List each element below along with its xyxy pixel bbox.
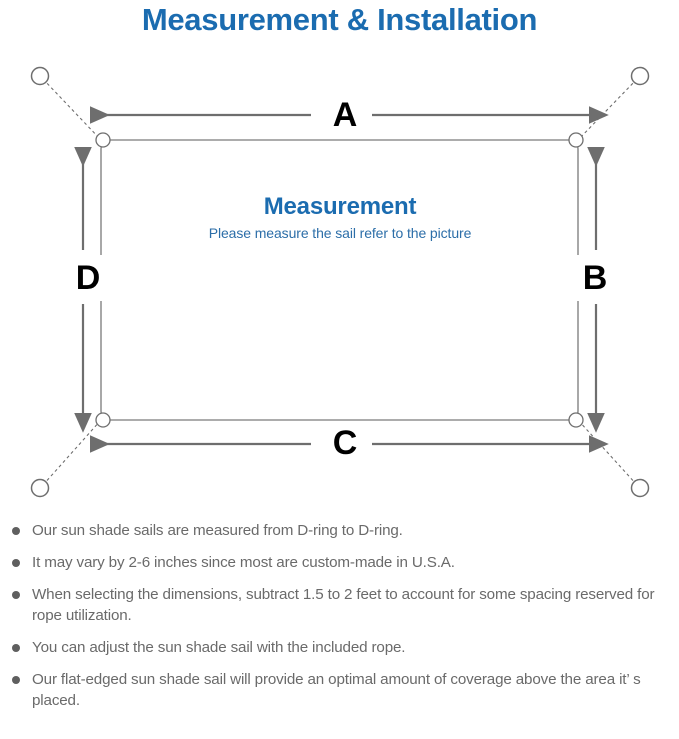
note-text: Our sun shade sails are measured from D-…: [32, 522, 403, 539]
d-rings: [95, 132, 584, 428]
sail-body: [100, 139, 579, 421]
bullet-icon: [12, 559, 20, 567]
d-ring-top-left: [95, 132, 111, 148]
rope-top-left: [42, 78, 102, 141]
rope-bottom-left: [42, 419, 102, 486]
dimension-label-d: D: [68, 255, 108, 301]
notes-list: Our sun shade sails are measured from D-…: [0, 520, 679, 722]
rope-top-right: [577, 78, 638, 141]
list-item: When selecting the dimensions, subtract …: [0, 584, 679, 626]
rope-bottom-right: [577, 419, 638, 486]
anchor-top-left: [30, 66, 50, 86]
dimension-label-a: A: [318, 96, 372, 134]
anchor-bottom-left: [30, 478, 50, 498]
note-text: When selecting the dimensions, subtract …: [32, 586, 655, 624]
bullet-icon: [12, 644, 20, 652]
page-title: Measurement & Installation: [141, 2, 538, 37]
note-text: You can adjust the sun shade sail with t…: [32, 639, 406, 656]
dimension-label-c: C: [318, 424, 372, 462]
anchor-bottom-right: [630, 478, 650, 498]
list-item: You can adjust the sun shade sail with t…: [0, 637, 679, 658]
d-ring-bottom-left: [95, 412, 111, 428]
bullet-icon: [12, 676, 20, 684]
bullet-icon: [12, 527, 20, 535]
anchor-top-right: [630, 66, 650, 86]
list-item: It may vary by 2-6 inches since most are…: [0, 552, 679, 573]
anchor-points: [30, 66, 650, 498]
d-ring-top-right: [568, 132, 584, 148]
dimension-label-b: B: [575, 255, 615, 301]
list-item: Our sun shade sails are measured from D-…: [0, 520, 679, 541]
list-item: Our flat-edged sun shade sail will provi…: [0, 669, 679, 711]
bullet-icon: [12, 591, 20, 599]
note-text: Our flat-edged sun shade sail will provi…: [32, 671, 641, 709]
measurement-diagram: A B C D Measurement Please measure the s…: [0, 52, 679, 514]
note-text: It may vary by 2-6 inches since most are…: [32, 554, 455, 571]
d-ring-bottom-right: [568, 412, 584, 428]
